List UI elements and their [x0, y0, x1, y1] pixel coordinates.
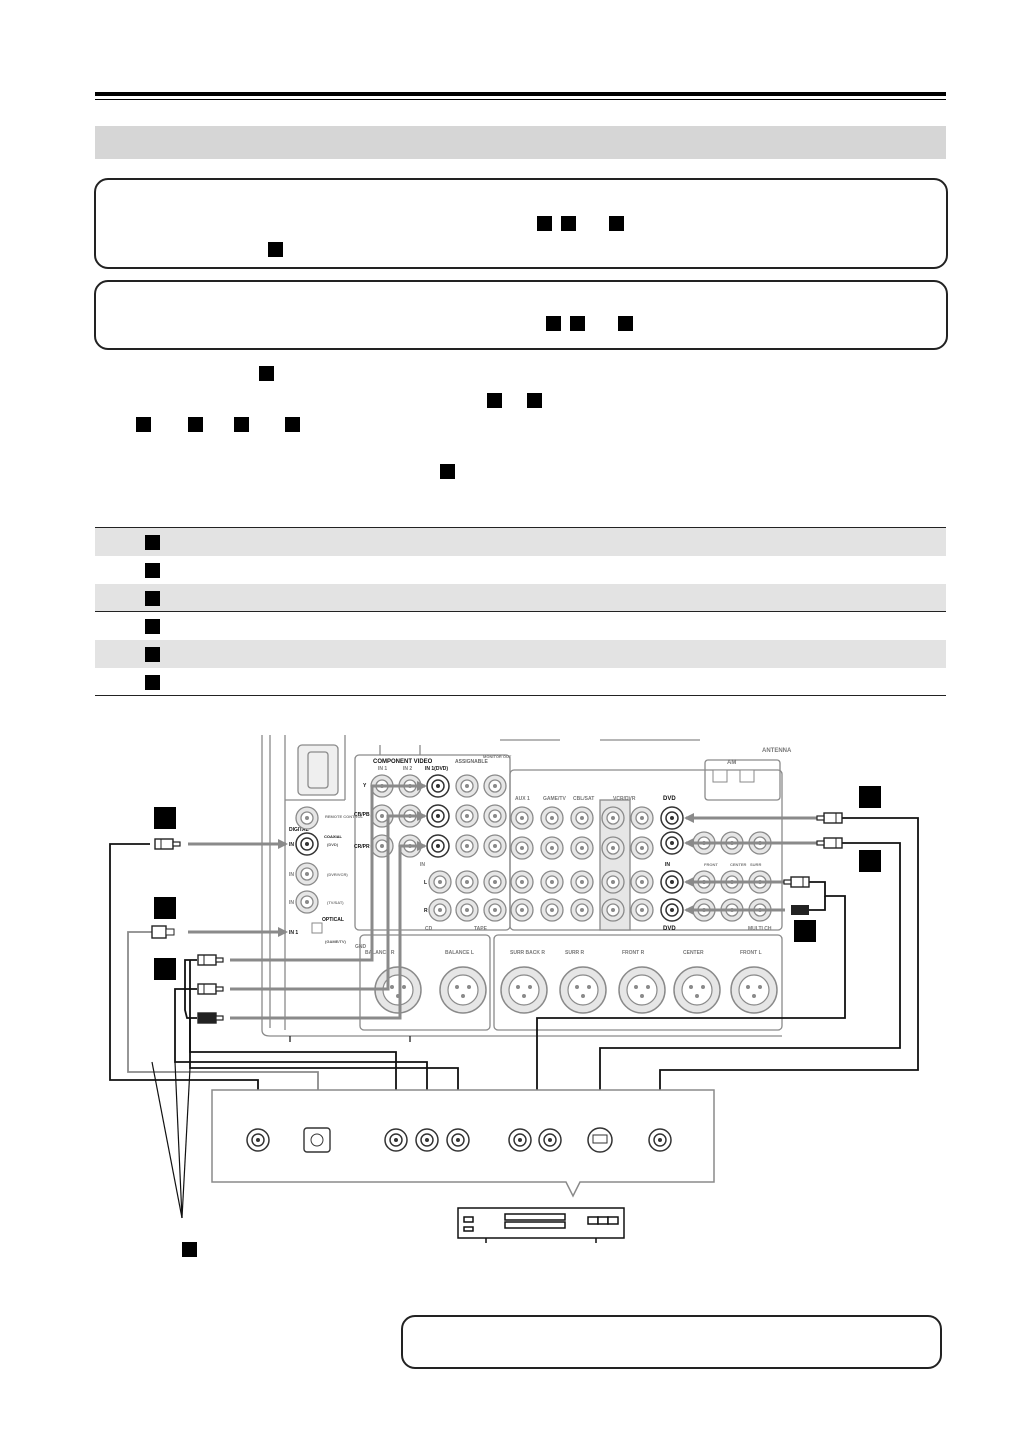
- y-label: Y: [363, 783, 367, 789]
- diagram-ref-markers: [154, 786, 881, 1257]
- table-top-rule: [95, 527, 946, 528]
- antenna-label: ANTENNA: [762, 748, 792, 754]
- assignable-label: ASSIGNABLE: [455, 759, 488, 765]
- coax-in3-label: IN 3: [289, 900, 298, 906]
- table-bottom-rule: [95, 695, 946, 696]
- game-tv-label: GAME/TV: [543, 796, 566, 802]
- ref-marker: [268, 242, 283, 257]
- dvd-label-top: DVD: [663, 796, 676, 802]
- dvd-player-jack-panel: [211, 1089, 715, 1198]
- panel-jacks: [295, 769, 778, 1014]
- in2-label: IN 2: [403, 766, 412, 772]
- ref-marker: [145, 619, 160, 634]
- table-row: [95, 668, 946, 696]
- optical-game-label: (GAME/TV): [325, 939, 347, 944]
- optical-label: OPTICAL: [322, 917, 344, 923]
- note-box-2: [94, 280, 948, 350]
- table-row: [95, 556, 946, 584]
- section-title-band: [95, 126, 946, 159]
- ref-marker: [537, 216, 552, 231]
- coax-in1-label: IN 1: [289, 842, 298, 848]
- ref-marker: [487, 393, 502, 408]
- surr-r-label: SURR R: [565, 950, 585, 956]
- tape-label: TAPE: [474, 926, 488, 932]
- component-video-label: COMPONENT VIDEO: [373, 759, 433, 765]
- cd-label: CD: [425, 926, 433, 932]
- optical-in1-label: IN 1: [289, 930, 298, 936]
- table-row: [95, 612, 946, 640]
- signal-arrows: [188, 781, 820, 1020]
- table-mid-rule: [95, 611, 946, 612]
- ref-marker: [546, 316, 561, 331]
- front-r-label: FRONT R: [622, 950, 645, 956]
- vcr-dvr-label: VCR/DVR: [613, 796, 636, 802]
- table-row: [95, 528, 946, 556]
- balance-r-label: BALANCE R: [365, 950, 395, 956]
- ref-marker: [609, 216, 624, 231]
- header-rule-thin: [95, 99, 946, 100]
- bottom-note-box: [401, 1315, 942, 1369]
- ref-marker: [527, 393, 542, 408]
- header-rule: [95, 92, 946, 96]
- mch-front-label: FRONT: [704, 862, 718, 867]
- coax-dvr-label: (DVR/VCR): [327, 872, 348, 877]
- multi-ch-label: MULTI CH: [748, 926, 772, 932]
- ref-marker: [145, 675, 160, 690]
- mch-surr-label: SURR: [750, 862, 761, 867]
- gnd-label: GND: [355, 944, 367, 950]
- in1-dvd-label: IN 1(DVD): [425, 766, 448, 772]
- aux1-label: AUX 1: [515, 796, 530, 802]
- table-row: [95, 640, 946, 668]
- mch-center-label: CENTER: [730, 862, 747, 867]
- coax-dvd-label: (DVD): [327, 842, 339, 847]
- cb-pb-label: CB/PB: [354, 812, 370, 818]
- cable-callout: [151, 1061, 191, 1219]
- audio-l-label: L: [424, 880, 427, 886]
- ref-marker: [145, 647, 160, 662]
- audio-r-label: R: [424, 908, 428, 914]
- cbl-sat-label: CBL/SAT: [573, 796, 594, 802]
- front-l-label: FRONT L: [740, 950, 762, 956]
- dvd-player-icon: [457, 1207, 625, 1243]
- ref-marker: [285, 417, 300, 432]
- ref-marker: [259, 366, 274, 381]
- ref-marker: [188, 417, 203, 432]
- table-row: [95, 584, 946, 612]
- am-label: AM: [727, 760, 736, 766]
- dvd-in-label: IN: [665, 862, 670, 868]
- in1-label: IN 1: [378, 766, 387, 772]
- digital-label: DIGITAL: [289, 827, 309, 833]
- ref-marker: [561, 216, 576, 231]
- note-box-1: [94, 178, 948, 269]
- ref-marker: [145, 591, 160, 606]
- surr-back-r-label: SURR BACK R: [510, 950, 545, 956]
- coaxial-label: COAXIAL: [324, 834, 343, 839]
- audio-in-label: IN: [420, 862, 425, 868]
- remote-control-label: REMOTE CONTROL: [325, 814, 364, 819]
- cr-pr-label: CR/PR: [354, 844, 370, 850]
- coax-tv-label: (TV/SAT): [327, 900, 344, 905]
- ref-marker: [145, 535, 160, 550]
- ref-marker: [136, 417, 151, 432]
- dvd-label-bottom: DVD: [663, 926, 676, 932]
- ref-marker: [618, 316, 633, 331]
- ref-marker: [234, 417, 249, 432]
- monitor-out-label: MONITOR OUT: [483, 754, 512, 759]
- center-label: CENTER: [683, 950, 704, 956]
- coax-in2-label: IN 2: [289, 872, 298, 878]
- balance-l-label: BALANCE L: [445, 950, 474, 956]
- ref-marker: [570, 316, 585, 331]
- ref-marker: [440, 464, 455, 479]
- ref-marker: [145, 563, 160, 578]
